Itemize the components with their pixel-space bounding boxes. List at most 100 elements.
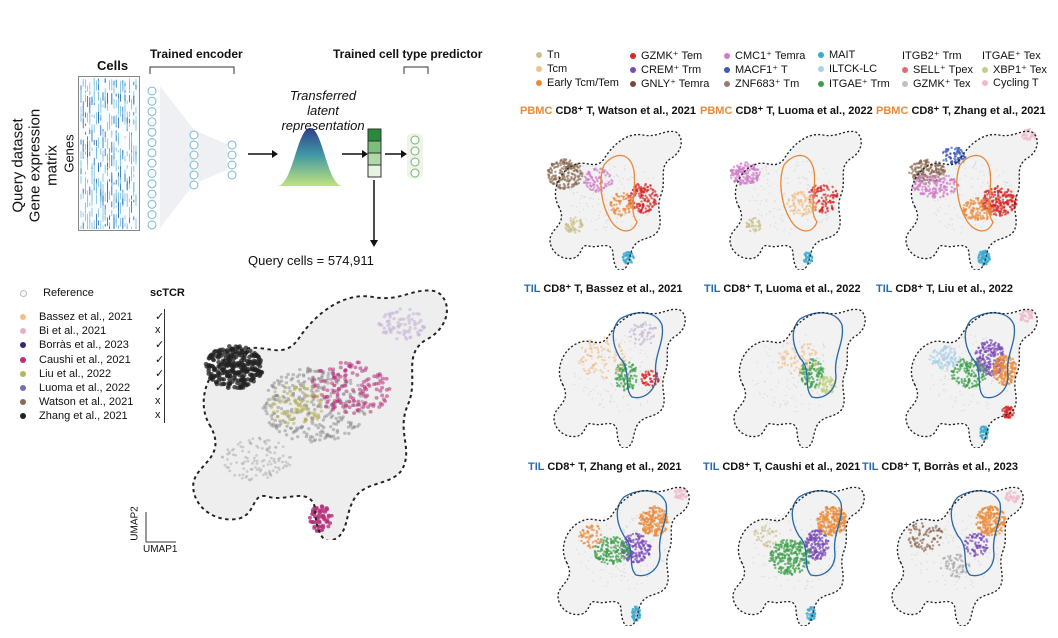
latent-distribution-icon bbox=[277, 128, 343, 186]
query-projection-umap bbox=[733, 308, 866, 448]
celltype-legend-item: Cycling T bbox=[982, 77, 1039, 89]
query-projection-umap bbox=[891, 486, 1024, 626]
encoder-bracket bbox=[149, 66, 235, 74]
celltype-color-dot bbox=[724, 81, 730, 88]
panel-title: TIL CD8⁺ T, Liu et al., 2022 bbox=[876, 282, 1013, 295]
panel-tissue-label: PBMC bbox=[876, 105, 909, 117]
panel-tissue-label: PBMC bbox=[520, 105, 553, 117]
celltype-label: Cycling T bbox=[993, 77, 1039, 89]
panel-title: TIL CD8⁺ T, Borràs et al., 2023 bbox=[862, 460, 1018, 473]
celltype-legend-item: ITGAE⁺ Tex bbox=[982, 49, 1041, 62]
celltype-label: Tcm bbox=[547, 63, 568, 75]
panel-study-label: CD8⁺ T, Liu et al., 2022 bbox=[892, 283, 1014, 295]
dataset-name: Zhang et al., 2021 bbox=[39, 410, 128, 423]
celltype-legend-item: MAIT bbox=[818, 49, 855, 61]
reference-dataset-item: Zhang et al., 2021 bbox=[20, 410, 128, 422]
dataset-color-dot bbox=[20, 399, 26, 406]
celltype-label: Tn bbox=[547, 49, 560, 61]
sctcr-mark: ✓ bbox=[155, 339, 165, 352]
region-outline bbox=[792, 312, 844, 399]
panel-tissue-label: PBMC bbox=[700, 105, 733, 117]
dataset-name: Liu et al., 2022 bbox=[39, 367, 112, 380]
reference-dot bbox=[20, 289, 27, 297]
reference-label: Reference bbox=[43, 287, 94, 299]
query-projection-umap bbox=[557, 486, 690, 626]
celltype-legend-item: ITGAE⁺ Trm bbox=[818, 77, 890, 90]
panel-study-label: CD8⁺ T, Luoma et al., 2022 bbox=[732, 105, 873, 117]
panel-title: PBMC CD8⁺ T, Luoma et al., 2022 bbox=[700, 104, 873, 117]
sctcr-mark: x bbox=[155, 395, 161, 408]
query-projection-umap bbox=[553, 308, 686, 448]
celltype-color-dot bbox=[724, 53, 730, 60]
predictor-label: Trained cell type predictor bbox=[333, 47, 483, 61]
dataset-name: Bassez et al., 2021 bbox=[39, 311, 133, 323]
latent-vector bbox=[367, 128, 382, 178]
celltype-label: ITGB2⁺ Trm bbox=[902, 50, 962, 62]
celltype-color-dot bbox=[818, 81, 824, 88]
celltype-label: XBP1⁺ Tex bbox=[993, 64, 1047, 76]
panel-title: TIL CD8⁺ T, Zhang et al., 2021 bbox=[528, 460, 682, 473]
reference-dataset-item: Watson et al., 2021 bbox=[20, 396, 133, 408]
sctcr-mark: x bbox=[155, 409, 161, 422]
region-outline bbox=[612, 312, 664, 399]
celltype-legend-item: SELL⁺ Tpex bbox=[902, 63, 973, 76]
reference-dataset-item: Liu et al., 2022 bbox=[20, 368, 111, 380]
dataset-name: Watson et al., 2021 bbox=[39, 396, 134, 409]
encoder-label: Trained encoder bbox=[150, 47, 243, 61]
panel-study-label: CD8⁺ T, Bassez et al., 2021 bbox=[540, 283, 683, 295]
dataset-color-dot bbox=[20, 314, 26, 321]
predictor-network bbox=[407, 133, 423, 179]
dataset-color-dot bbox=[20, 370, 26, 377]
sctcr-mark: ✓ bbox=[155, 367, 165, 380]
panel-study-label: CD8⁺ T, Watson et al., 2021 bbox=[552, 105, 696, 117]
panel-title: TIL CD8⁺ T, Caushi et al., 2021 bbox=[703, 460, 860, 473]
panel-study-label: CD8⁺ T, Luoma et al., 2022 bbox=[720, 283, 861, 295]
encoder-network bbox=[147, 86, 237, 230]
celltype-color-dot bbox=[818, 66, 824, 73]
cells-label: Cells bbox=[97, 58, 129, 73]
reference-dataset-item: Bassez et al., 2021 bbox=[20, 311, 133, 323]
celltype-label: GZMK⁺ Tex bbox=[913, 78, 971, 90]
gene-expression-matrix bbox=[78, 76, 140, 231]
arrow-to-latent bbox=[248, 150, 278, 158]
celltype-color-dot bbox=[818, 52, 824, 59]
celltype-legend-item: GZMK⁺ Tex bbox=[902, 77, 971, 90]
arrow-to-query bbox=[370, 180, 378, 247]
workflow-diagram: Query dataset Gene expression matrix Gen… bbox=[0, 0, 520, 280]
reference-dataset-item: Borràs et al., 2023 bbox=[20, 339, 129, 351]
query-dataset-label: Query dataset Gene expression matrix bbox=[9, 108, 61, 223]
celltype-label: ILTCK-LC bbox=[829, 63, 878, 75]
celltype-legend-item: CREM⁺ Trm bbox=[630, 63, 701, 76]
reference-dataset-item: Caushi et al., 2021 bbox=[20, 354, 131, 366]
genes-label: Genes bbox=[61, 134, 77, 173]
celltype-color-dot bbox=[536, 52, 542, 59]
celltype-legend-item: Early Tcm/Tem bbox=[536, 77, 619, 89]
dataset-name: Luoma et al., 2022 bbox=[39, 382, 131, 394]
dataset-color-dot bbox=[20, 356, 26, 363]
panel-tissue-label: TIL bbox=[876, 283, 893, 295]
panel-study-label: CD8⁺ T, Borràs et al., 2023 bbox=[878, 461, 1018, 473]
sctcr-header: scTCR bbox=[150, 287, 185, 299]
arrow-to-predictor bbox=[385, 150, 407, 158]
celltype-legend-item: Tn bbox=[536, 49, 560, 61]
celltype-color-dot bbox=[982, 80, 988, 87]
panel-study-label: CD8⁺ T, Caushi et al., 2021 bbox=[719, 461, 861, 473]
sctcr-mark: ✓ bbox=[155, 311, 165, 323]
celltype-color-dot bbox=[982, 67, 988, 74]
celltype-label: GZMK⁺ Tem bbox=[641, 50, 703, 62]
celltype-color-dot bbox=[630, 53, 636, 60]
dataset-color-dot bbox=[20, 385, 26, 392]
query-count: Query cells = 574,911 bbox=[248, 253, 374, 268]
region-outline bbox=[964, 312, 1016, 399]
sctcr-mark: ✓ bbox=[155, 353, 165, 366]
reference-legend: Reference scTCR Bassez et al., 2021✓Bi e… bbox=[20, 284, 200, 434]
region-outline bbox=[956, 154, 994, 232]
reference-entry: Reference bbox=[20, 287, 94, 299]
query-projection-umap bbox=[546, 130, 682, 270]
celltype-label: CREM⁺ Trm bbox=[641, 64, 702, 76]
umap2-label: UMAP2 bbox=[129, 506, 141, 541]
celltype-legend-item: ZNF683⁺ Tm bbox=[724, 77, 799, 90]
query-projection-umap bbox=[905, 128, 1038, 270]
sctcr-divider bbox=[164, 309, 165, 423]
